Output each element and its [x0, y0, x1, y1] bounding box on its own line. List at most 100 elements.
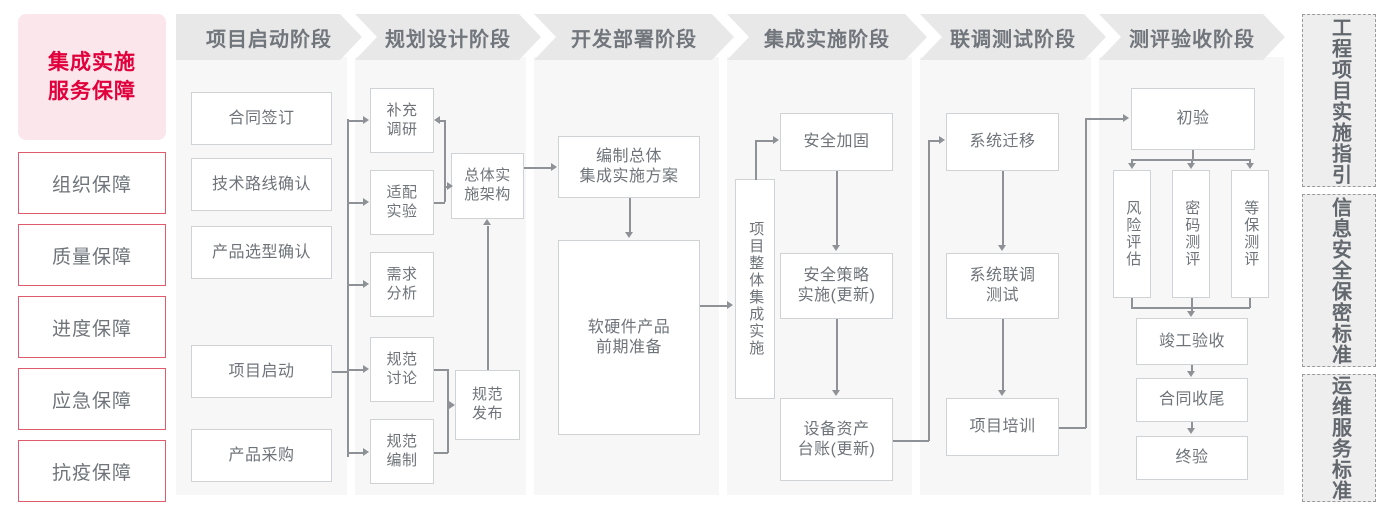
node-product-purchase[interactable]: 产品采购: [191, 429, 332, 482]
sidebar-item-quality[interactable]: 质量保障: [18, 224, 166, 286]
node-security-harden[interactable]: 安全加固: [780, 113, 893, 171]
phase-header-start[interactable]: 项目启动阶段: [176, 14, 362, 60]
node-asset-ledger[interactable]: 设备资产 台账(更新): [780, 398, 893, 481]
standard-label-security-standard: 信息安全保密标准: [1328, 196, 1351, 365]
node-completion-accept[interactable]: 竣工验收: [1136, 318, 1248, 365]
phase-header-planning[interactable]: 规划设计阶段: [355, 14, 541, 60]
sidebar-item-organization[interactable]: 组织保障: [18, 152, 166, 214]
node-final-accept[interactable]: 终验: [1136, 436, 1248, 480]
connector-arch-to-compile: [524, 167, 552, 169]
connector-training-right: [1059, 427, 1086, 429]
node-overall-arch[interactable]: 总体实 施架构: [451, 153, 524, 219]
arrow-close-to-final: [1187, 428, 1195, 434]
arrow-to-grade-protect: [1246, 163, 1254, 169]
node-spec-release[interactable]: 规范 发布: [455, 370, 520, 440]
connector-training-to-initial: [1085, 118, 1123, 120]
node-initial-accept[interactable]: 初验: [1131, 88, 1255, 150]
arrow-prepare-to-integration: [727, 301, 733, 309]
node-adapt-test[interactable]: 适配 实验: [370, 170, 434, 235]
connector-training-up: [1085, 118, 1087, 428]
standard-box-ops-standard[interactable]: 运维服务标准: [1302, 374, 1376, 502]
phase-header-develop[interactable]: 开发部署阶段: [534, 14, 734, 60]
connector-integration-to-harden: [755, 140, 774, 142]
node-grade-protect-eval[interactable]: 等保测评: [1231, 170, 1269, 298]
phase-header-jointtest[interactable]: 联调测试阶段: [920, 14, 1106, 60]
connector-fanout-risk: [1131, 159, 1133, 164]
connector-completion-to-close: [1191, 365, 1193, 372]
node-system-migrate[interactable]: 系统迁移: [946, 113, 1059, 171]
node-project-training[interactable]: 项目培训: [946, 398, 1059, 456]
arrow-arch-to-compile: [551, 163, 557, 171]
standard-label-engineering-guide: 工程项目实施指引: [1328, 16, 1351, 185]
connector-grade-down: [1249, 298, 1251, 308]
connector-jointtest-to-training: [1002, 319, 1004, 391]
connector-adapt-right: [434, 202, 445, 204]
node-overall-integration[interactable]: 项目整体集成实施: [735, 179, 775, 399]
connector-ledger-right: [893, 440, 929, 442]
arrow-bus-to-specdiscuss: [363, 365, 369, 373]
connector-close-to-final: [1191, 422, 1193, 429]
node-risk-assess[interactable]: 风险评估: [1113, 170, 1151, 298]
connector-bus-to-specdraft: [347, 452, 364, 454]
node-contract-sign[interactable]: 合同签订: [191, 92, 332, 145]
connector-merge-bracket-1: [444, 120, 446, 202]
connector-bus-to-req: [347, 284, 364, 286]
arrow-bus-to-req: [363, 280, 369, 288]
sidebar-title: 集成实施 服务保障: [18, 14, 166, 140]
connector-prepare-to-integration: [700, 305, 728, 307]
connector-bus-to-specdiscuss: [347, 369, 364, 371]
connector-merge-bracket-2: [447, 369, 449, 453]
node-security-policy[interactable]: 安全策略 实施(更新): [780, 253, 893, 319]
node-compile-plan[interactable]: 编制总体 集成实施方案: [558, 136, 700, 198]
connector-col1-bus: [347, 119, 349, 457]
arrow-bracket-to-release: [449, 401, 455, 409]
connector-merge-bar: [1131, 307, 1250, 309]
connector-harden-to-policy: [836, 171, 838, 246]
connector-release-to-arch: [487, 226, 489, 370]
connector-merge-to-completion: [1191, 307, 1193, 312]
connector-compile-to-prepare: [629, 198, 631, 233]
standard-box-security-standard[interactable]: 信息安全保密标准: [1302, 194, 1376, 367]
arrow-merge-to-completion: [1187, 311, 1195, 317]
node-tech-route[interactable]: 技术路线确认: [191, 158, 332, 211]
node-spec-discuss[interactable]: 规范 讨论: [370, 337, 434, 402]
sidebar-item-schedule[interactable]: 进度保障: [18, 296, 166, 358]
arrow-to-crypto-eval: [1187, 163, 1195, 169]
node-crypto-eval[interactable]: 密码测评: [1172, 170, 1210, 298]
arrow-policy-to-ledger: [832, 390, 840, 396]
sidebar-item-epidemic[interactable]: 抗疫保障: [18, 440, 166, 502]
arrow-jointtest-to-training: [998, 390, 1006, 396]
connector-kickoff-out: [332, 371, 347, 373]
sidebar-item-emergency[interactable]: 应急保障: [18, 368, 166, 430]
standard-box-engineering-guide[interactable]: 工程项目实施指引: [1302, 14, 1376, 187]
arrow-release-to-arch: [483, 219, 491, 225]
phase-header-acceptance[interactable]: 测评验收阶段: [1099, 14, 1285, 60]
standard-label-ops-standard: 运维服务标准: [1328, 375, 1351, 501]
connector-policy-to-ledger: [836, 319, 838, 391]
arrow-into-supplement-right: [434, 116, 440, 124]
connector-fanout-grade: [1249, 159, 1251, 164]
arrow-harden-to-policy: [832, 245, 840, 251]
node-project-kickoff[interactable]: 项目启动: [191, 345, 332, 398]
node-supplement-research[interactable]: 补充 调研: [370, 88, 434, 153]
connector-initial-down: [1192, 150, 1194, 160]
arrow-bus-to-specdraft: [363, 448, 369, 456]
node-joint-debug-test[interactable]: 系统联调 测试: [946, 253, 1059, 319]
node-product-select[interactable]: 产品选型确认: [191, 226, 332, 279]
connector-risk-down: [1131, 298, 1133, 308]
arrow-training-to-initial: [1123, 114, 1129, 122]
node-hw-sw-prepare[interactable]: 软硬件产品 前期准备: [558, 240, 700, 435]
phase-header-integrate[interactable]: 集成实施阶段: [727, 14, 927, 60]
arrow-ledger-to-migrate: [939, 136, 945, 144]
connector-specdraft-right: [434, 452, 448, 454]
arrow-to-risk-assess: [1128, 163, 1136, 169]
arrow-migrate-to-jointtest: [998, 245, 1006, 251]
connector-bus-to-supplement: [347, 120, 364, 122]
connector-ledger-up: [928, 140, 930, 441]
node-contract-close[interactable]: 合同收尾: [1136, 378, 1248, 422]
node-spec-draft[interactable]: 规范 编制: [370, 419, 434, 484]
arrow-completion-to-close: [1187, 371, 1195, 377]
node-req-analysis[interactable]: 需求 分析: [370, 252, 434, 317]
connector-migrate-to-jointtest: [1002, 171, 1004, 246]
